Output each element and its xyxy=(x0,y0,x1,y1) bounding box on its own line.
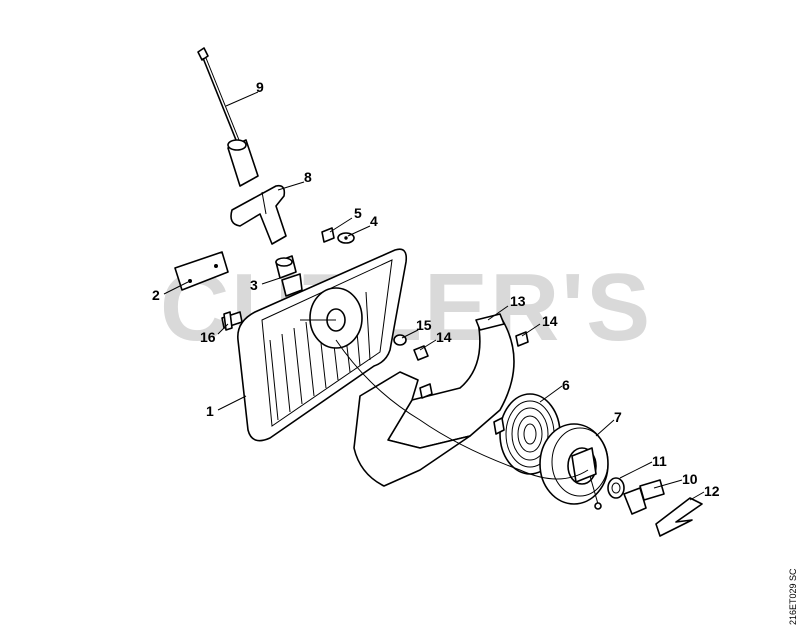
callout-3: 3 xyxy=(250,277,258,293)
part-7-rope-rotor xyxy=(539,423,609,510)
callout-6: 6 xyxy=(562,377,570,393)
part-9-rope xyxy=(197,47,259,187)
callout-1: 1 xyxy=(206,403,214,419)
part-10-pawl xyxy=(623,479,665,515)
callout-4: 4 xyxy=(370,213,378,229)
part-1-starter-housing xyxy=(237,248,408,442)
callout-12: 12 xyxy=(704,483,720,499)
callout-10: 10 xyxy=(682,471,698,487)
part-2-plate xyxy=(174,251,229,291)
part-3-grommet xyxy=(275,255,303,297)
reference-code: 216ET029 SC xyxy=(788,568,798,625)
callout-16: 16 xyxy=(200,329,216,345)
part-12-spring-clip xyxy=(655,497,703,537)
callout-15: 15 xyxy=(416,317,432,333)
callout-11: 11 xyxy=(652,453,667,469)
callout-14a: 14 xyxy=(436,329,452,345)
part-14c-screw xyxy=(419,383,433,399)
callout-14b: 14 xyxy=(542,313,558,329)
callout-5: 5 xyxy=(354,205,362,221)
callout-2: 2 xyxy=(152,287,160,303)
part-13-cover xyxy=(353,313,515,487)
callout-8: 8 xyxy=(304,169,312,185)
watermark-text: CUTLER'S xyxy=(160,254,652,361)
rope-line xyxy=(335,339,589,480)
part-11-washer xyxy=(607,477,625,499)
part-14a-screw xyxy=(413,345,429,361)
part-8-starter-grip xyxy=(230,184,287,245)
callout-7: 7 xyxy=(614,409,622,425)
callout-9: 9 xyxy=(256,79,264,95)
leader-lines xyxy=(163,91,705,501)
callout-13: 13 xyxy=(510,293,526,309)
part-14b-screw xyxy=(515,331,529,347)
